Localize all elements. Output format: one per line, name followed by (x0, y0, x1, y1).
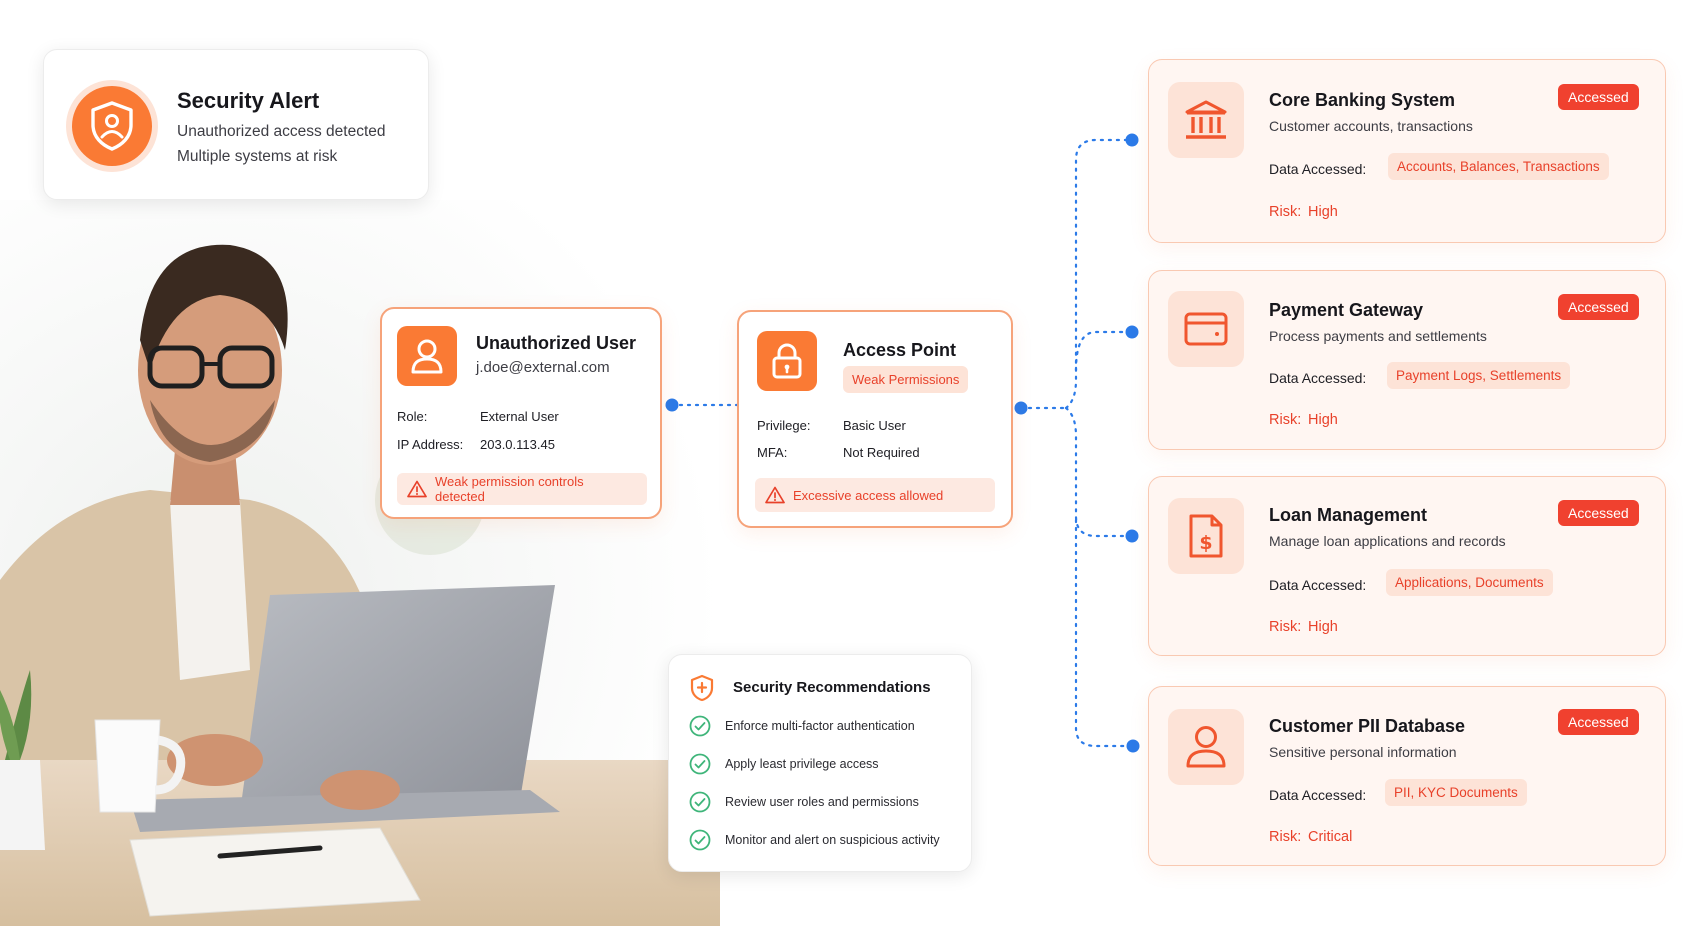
risk-label: Risk: (1269, 412, 1302, 428)
warning-triangle-icon (765, 486, 785, 504)
user-title: Unauthorized User (476, 333, 637, 353)
user-warning-bar: Weak permission controls detected (397, 473, 647, 505)
connector-dot-loan (1125, 529, 1139, 543)
credit-card-icon (1184, 312, 1228, 346)
access-point-title: Access Point (843, 340, 957, 360)
lock-icon (772, 343, 802, 379)
access-point-badge: Weak Permissions (843, 366, 969, 393)
recommendation-item: Enforce multi-factor authentication (689, 715, 915, 737)
system-subtitle: Customer accounts, transactions (1269, 118, 1473, 134)
connector-dot-access (1014, 401, 1028, 415)
system-icon-box (1168, 291, 1244, 367)
access-warning-text: Excessive access allowed (793, 487, 944, 503)
mfa-label: MFA: (757, 445, 788, 460)
data-accessed-label: Data Accessed: (1269, 370, 1367, 386)
unauthorized-user-card: Unauthorized User j.doe@external.com Rol… (380, 307, 662, 519)
system-card-core-banking: Core Banking System Customer accounts, t… (1148, 59, 1666, 243)
shield-user-icon (91, 101, 133, 151)
lock-icon-box (757, 331, 817, 391)
user-outline-icon (1186, 726, 1226, 768)
recommendation-text: Enforce multi-factor authentication (725, 719, 915, 733)
system-title: Loan Management (1269, 505, 1428, 525)
user-role-value: External User (480, 409, 559, 424)
risk-value: Critical (1308, 829, 1353, 845)
data-accessed-chip: Payment Logs, Settlements (1387, 362, 1571, 389)
check-circle-icon (689, 791, 711, 813)
system-icon-box: $ (1168, 498, 1244, 574)
svg-text:$: $ (1199, 532, 1212, 554)
privilege-label: Privilege: (757, 418, 811, 433)
privilege-value: Basic User (843, 418, 906, 433)
user-icon (411, 339, 443, 374)
recommendation-item: Monitor and alert on suspicious activity (689, 829, 940, 851)
connector-dot-pii (1126, 739, 1140, 753)
system-title: Customer PII Database (1269, 716, 1466, 736)
risk-value: High (1308, 412, 1338, 428)
shield-plus-icon (690, 674, 714, 702)
user-email: j.doe@external.com (476, 359, 610, 376)
system-card-customer-pii: Customer PII Database Sensitive personal… (1148, 686, 1666, 866)
connector-dot-payment (1125, 325, 1139, 339)
data-accessed-label: Data Accessed: (1269, 577, 1367, 593)
data-accessed-label: Data Accessed: (1269, 787, 1367, 803)
recommendations-title: Security Recommendations (733, 679, 931, 696)
accessed-badge: Accessed (1558, 500, 1639, 526)
risk-label: Risk: (1269, 619, 1302, 635)
system-icon-box (1168, 709, 1244, 785)
system-icon-box (1168, 82, 1244, 158)
risk-label: Risk: (1269, 204, 1302, 220)
dollar-document-icon: $ (1189, 514, 1223, 558)
recommendation-text: Apply least privilege access (725, 757, 879, 771)
alert-icon-ring (66, 80, 158, 172)
accessed-badge: Accessed (1558, 294, 1639, 320)
user-role-label: Role: (397, 409, 428, 424)
check-circle-icon (689, 715, 711, 737)
check-circle-icon (689, 753, 711, 775)
system-subtitle: Manage loan applications and records (1269, 533, 1506, 549)
user-icon-box (397, 326, 457, 386)
data-accessed-chip: Accounts, Balances, Transactions (1388, 153, 1609, 180)
connector-dot-core-banking (1125, 133, 1139, 147)
data-accessed-chip: Applications, Documents (1386, 569, 1553, 596)
user-ip-label: IP Address: (397, 437, 464, 452)
security-recommendations-card: Security Recommendations Enforce multi-f… (668, 654, 972, 872)
data-accessed-chip: PII, KYC Documents (1385, 779, 1527, 806)
recommendation-text: Review user roles and permissions (725, 795, 919, 809)
check-circle-icon (689, 829, 711, 851)
system-subtitle: Process payments and settlements (1269, 328, 1487, 344)
recommendation-item: Review user roles and permissions (689, 791, 919, 813)
warning-triangle-icon (407, 480, 427, 498)
alert-line-2: Multiple systems at risk (177, 148, 338, 165)
alert-line-1: Unauthorized access detected (177, 123, 386, 140)
mfa-value: Not Required (843, 445, 920, 460)
data-accessed-label: Data Accessed: (1269, 161, 1367, 177)
alert-title: Security Alert (177, 88, 320, 113)
security-alert-card: Security Alert Unauthorized access detec… (43, 49, 429, 200)
recommendation-text: Monitor and alert on suspicious activity (725, 833, 940, 847)
system-title: Core Banking System (1269, 90, 1456, 110)
user-warning-text: Weak permission controls detected (435, 474, 584, 504)
risk-label: Risk: (1269, 829, 1302, 845)
risk-value: High (1308, 204, 1338, 220)
risk-value: High (1308, 619, 1338, 635)
recommendation-item: Apply least privilege access (689, 753, 879, 775)
access-warning-bar: Excessive access allowed (755, 478, 995, 512)
system-card-payment-gateway: Payment Gateway Process payments and set… (1148, 270, 1666, 450)
system-title: Payment Gateway (1269, 300, 1424, 320)
system-subtitle: Sensitive personal information (1269, 744, 1457, 760)
bank-icon (1185, 100, 1227, 139)
system-card-loan-management: $ Loan Management Manage loan applicatio… (1148, 476, 1666, 656)
accessed-badge: Accessed (1558, 84, 1639, 110)
user-ip-value: 203.0.113.45 (480, 437, 555, 452)
access-point-card: Access Point Weak Permissions Privilege:… (737, 310, 1013, 528)
accessed-badge: Accessed (1558, 709, 1639, 735)
